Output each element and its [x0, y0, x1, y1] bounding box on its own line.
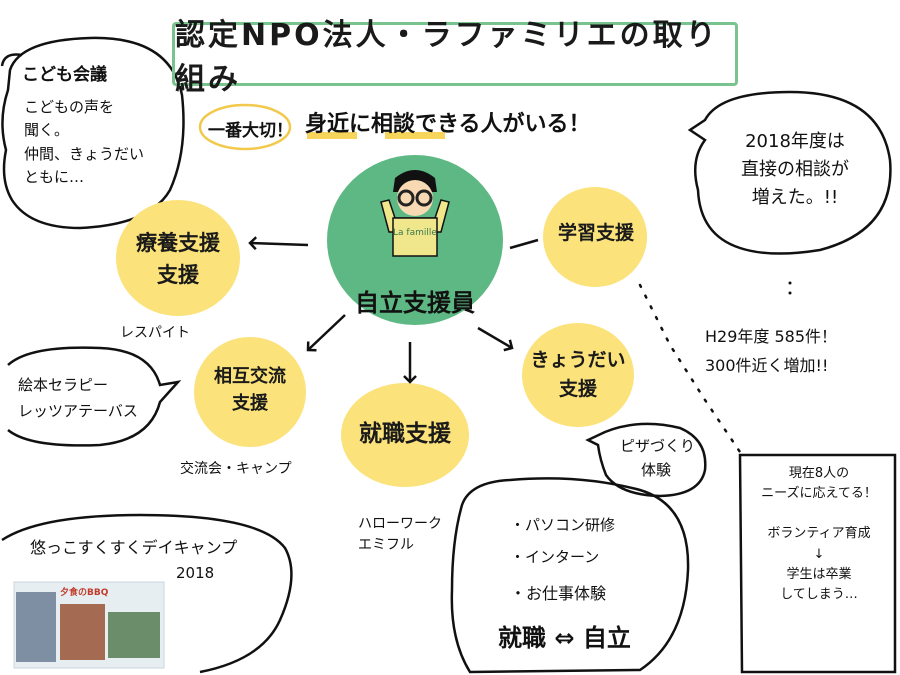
node-employment-sub: ハローワーク エミフル — [358, 516, 442, 553]
page-title: 認定NPO法人・ラファミリエの取り組み — [172, 18, 738, 97]
supporter-character — [380, 170, 450, 257]
pizza-bubble — [585, 422, 707, 498]
stats-top-body: 2018年度は 直接の相談が 増えた。!! — [741, 131, 849, 208]
camp-bubble — [1, 513, 293, 674]
node-mutual-label: 相互交流 支援 — [214, 366, 286, 414]
jobs-item-3: ・お仕事体験 — [510, 584, 607, 603]
stats-bubble — [687, 90, 892, 255]
jobs-bubble — [450, 477, 690, 674]
jobs-item-2: ・インターン — [510, 548, 600, 566]
picture-book-bubble — [7, 346, 182, 447]
camp-year: 2018 — [176, 564, 215, 582]
node-respite-circle — [116, 200, 240, 316]
jobs-item-1: ・パソコン研修 — [510, 516, 616, 534]
pizza-body: ピザづくり 体験 — [620, 437, 696, 479]
node-learning-circle — [543, 187, 647, 287]
node-sibling-label: きょうだい 支援 — [530, 349, 626, 400]
camp-photo-caption: 夕食のBBQ — [60, 588, 109, 598]
shirt-text: La famille — [393, 228, 437, 238]
children-meeting-title: こども会議 — [22, 65, 107, 85]
node-employment-label: 就職支援 — [359, 421, 451, 447]
needs-body: 現在8人の ニーズに応えてる！ ボランティア育成 ↓ 学生は卒業 してしまう… — [761, 466, 877, 602]
node-mutual-circle — [194, 337, 306, 447]
stats-mid-body: H29年度 585件！ 300件近く増加!! — [705, 327, 838, 375]
jobs-footer: 就職 ⇔ 自立 — [498, 624, 631, 652]
node-learning-label: 学習支援 — [557, 222, 634, 244]
children-meeting-body: こどもの声を 聞く。 仲間、きょうだい ともに… — [24, 98, 145, 186]
center-label: 自立支援員 — [355, 289, 475, 317]
node-mutual-sub: 交流会・キャンプ — [180, 461, 292, 477]
needs-box — [738, 453, 897, 674]
key-message: 身近に相談できる人がいる！ — [305, 112, 591, 137]
camp-title: 悠っこすくすくデイキャンプ — [30, 538, 238, 557]
node-employment-circle — [341, 383, 469, 487]
priority-badge-oval — [198, 103, 292, 151]
priority-badge: 一番大切！ — [208, 121, 293, 141]
node-respite-label: 療養支援 支援 — [136, 231, 220, 287]
picture-book-body: 絵本セラピー レッツアテーバス — [18, 376, 138, 421]
node-respite-sub: レスパイト — [120, 325, 190, 341]
node-sibling-circle — [522, 323, 634, 427]
